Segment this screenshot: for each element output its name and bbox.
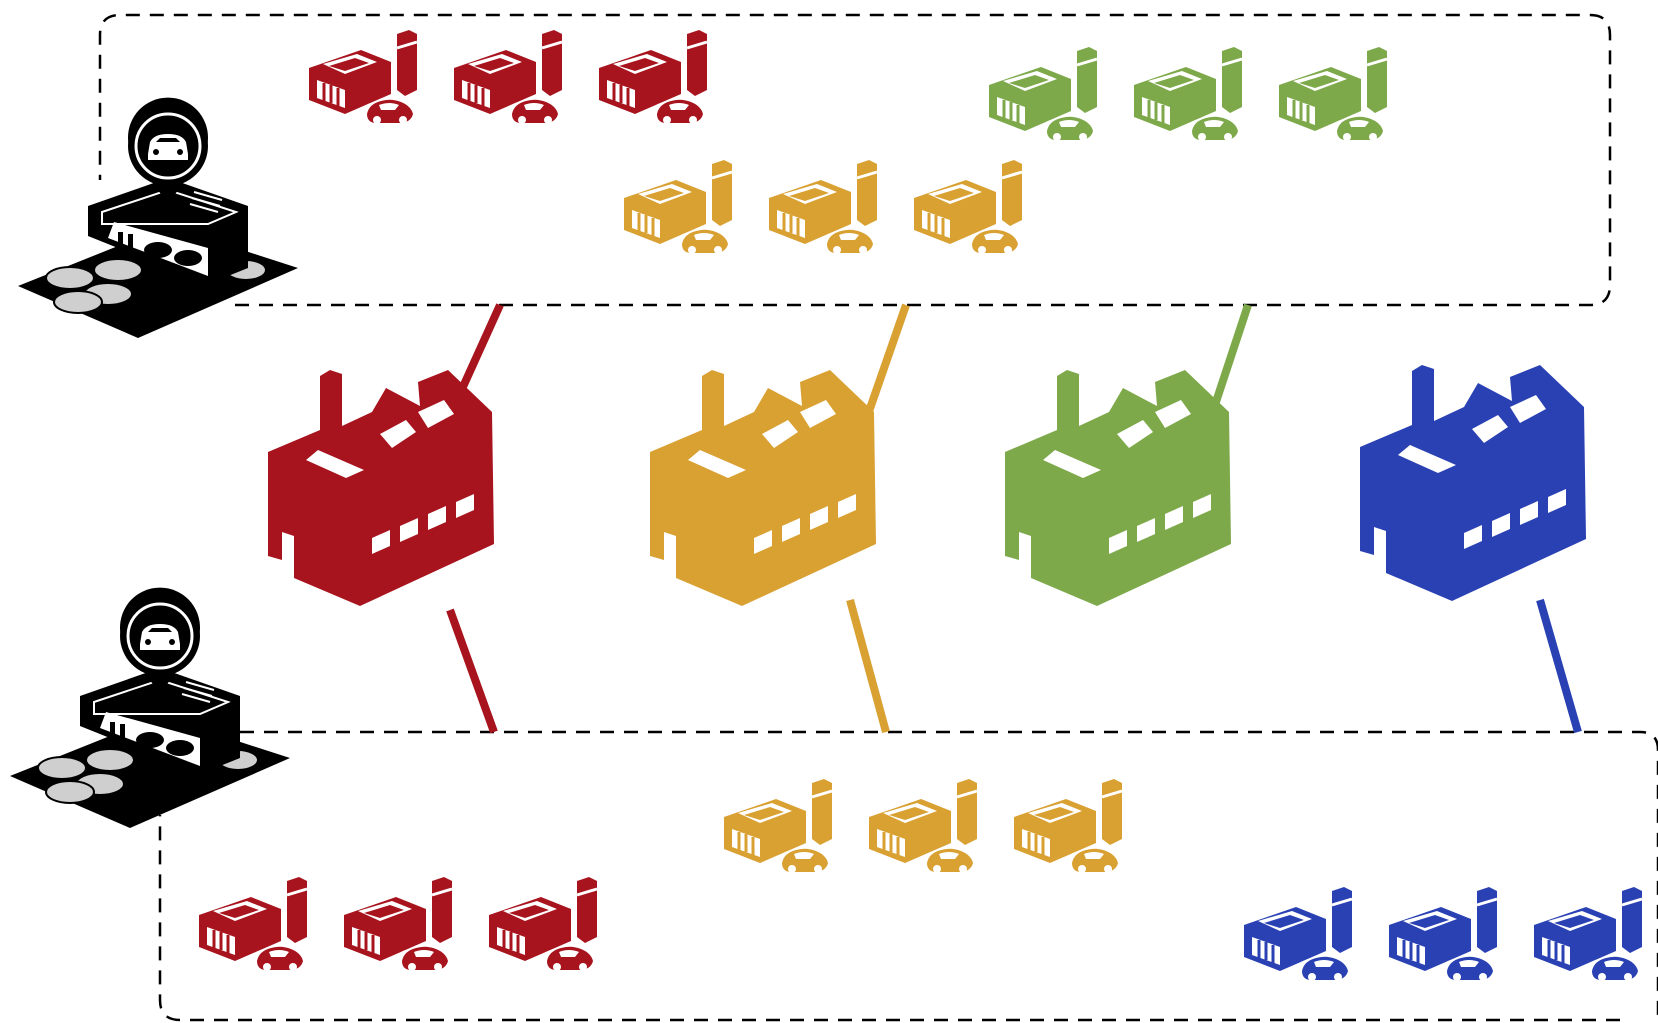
orange-factory-icon [650, 370, 876, 606]
red-factory-lower-region-link [450, 610, 494, 732]
upper-region-green-supplier-icon [1134, 47, 1242, 141]
lower-region-red-supplier-icon [344, 877, 452, 971]
factory-row [268, 365, 1586, 606]
upper-region-green-supplier-icon [1279, 47, 1387, 141]
lower-region-blue-supplier-icon [1389, 887, 1497, 981]
lower-region-orange-supplier-icon [869, 779, 977, 873]
upper-region-orange-supplier-icon [624, 160, 732, 254]
blue-factory-icon [1360, 365, 1586, 601]
orange-factory-upper-region-link [866, 305, 906, 420]
lower-region-orange-supplier-icon [724, 779, 832, 873]
upper-region-orange-supplier-icon [769, 160, 877, 254]
upper-region-red-supplier-icon [309, 30, 417, 124]
upper-region-dealership-icon [18, 98, 298, 338]
upper-region-green-supplier-icon [989, 47, 1097, 141]
red-factory-icon [268, 370, 494, 606]
upper-region-red-supplier-icon [454, 30, 562, 124]
lower-region-red-supplier-icon [199, 877, 307, 971]
lower-region-boundary [160, 732, 1658, 1023]
lower-region-blue-supplier-icon [1244, 887, 1352, 981]
blue-factory-lower-region-link [1540, 600, 1578, 732]
lower-region-orange-supplier-icon [1014, 779, 1122, 873]
lower-region-blue-supplier-icon [1534, 887, 1642, 981]
lower-region-red-supplier-icon [489, 877, 597, 971]
orange-factory-lower-region-link [850, 600, 886, 732]
upper-region-orange-supplier-icon [914, 160, 1022, 254]
dealerships [10, 98, 298, 828]
upper-region-red-supplier-icon [599, 30, 707, 124]
green-factory-icon [1005, 370, 1231, 606]
lower-region-dealership-icon [10, 588, 290, 828]
